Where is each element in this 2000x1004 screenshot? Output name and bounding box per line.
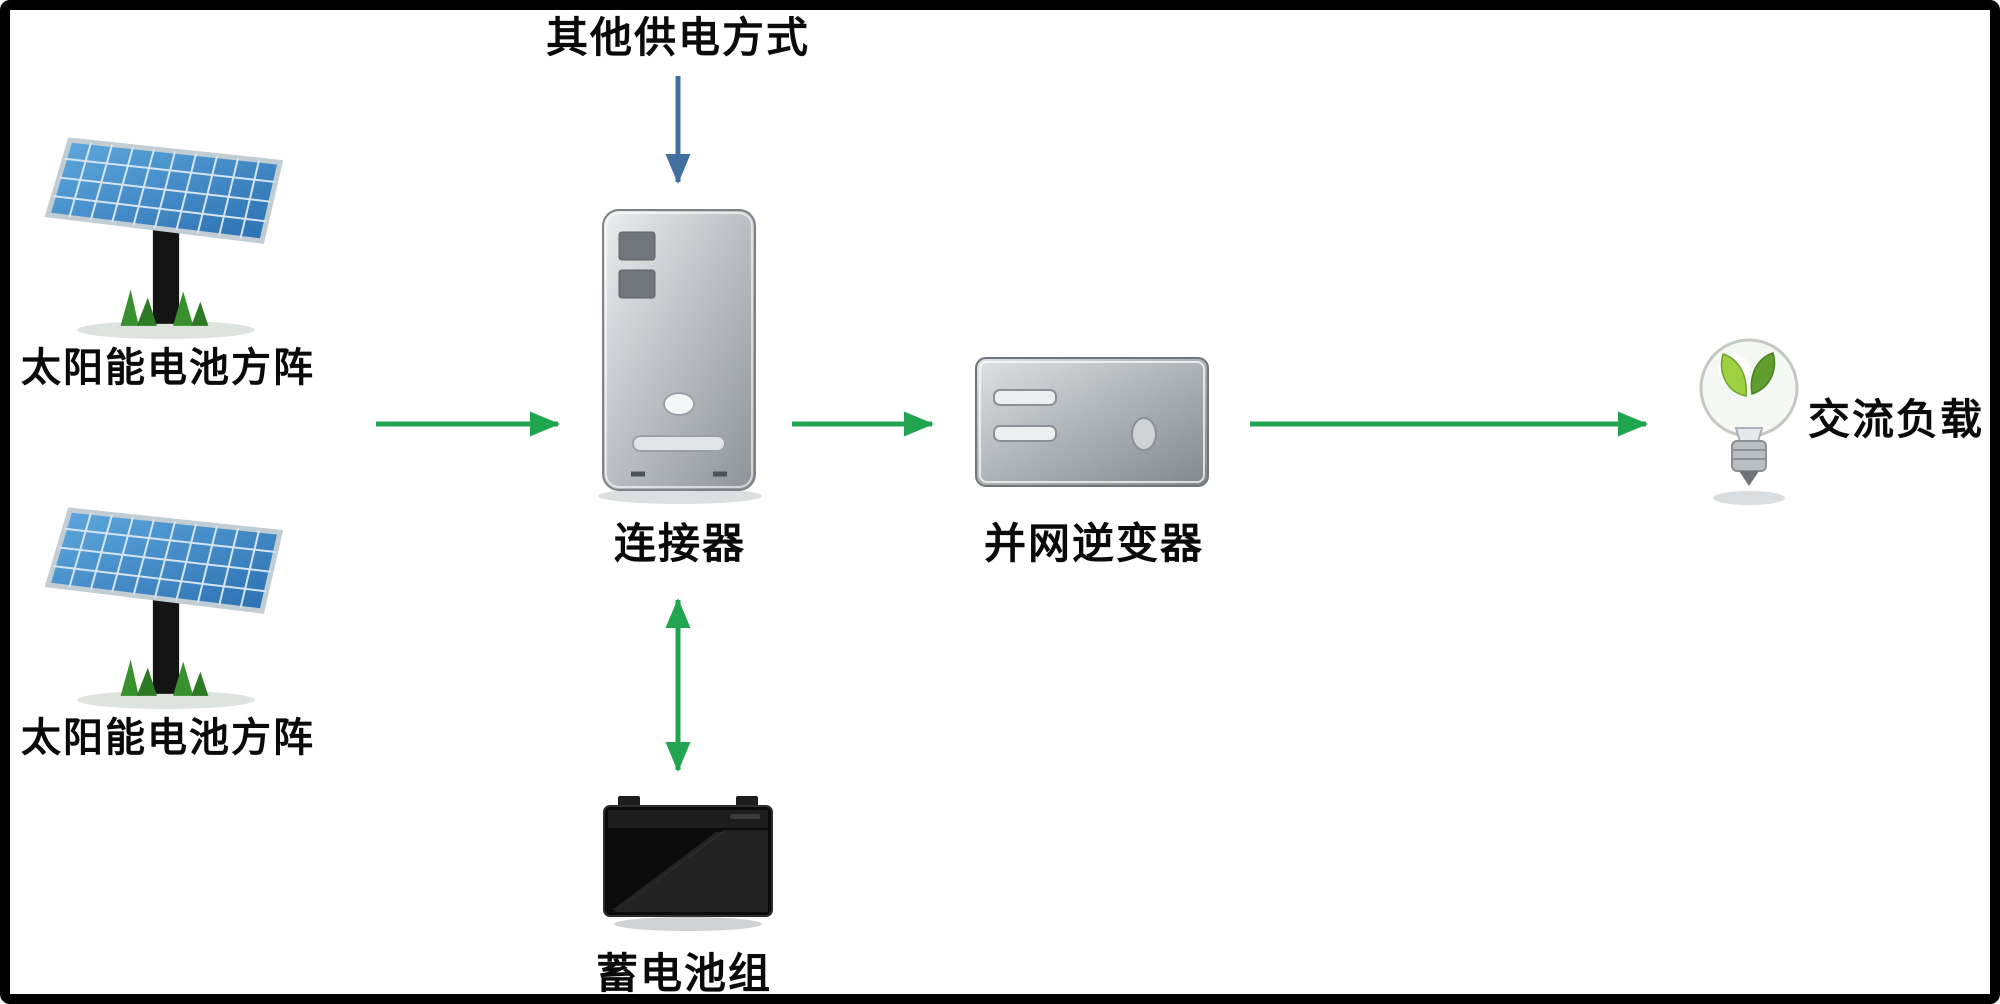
grass	[120, 659, 209, 696]
battery-label: 蓄电池组	[595, 952, 773, 998]
inverter-icon	[972, 354, 1212, 494]
solar-panel-icon	[38, 498, 294, 710]
solar-panel-graphic	[44, 137, 284, 339]
solar-panel-graphic	[44, 507, 284, 709]
connector-icon	[595, 206, 765, 506]
ac-load-label: 交流负载	[1808, 398, 1985, 444]
other-supply-label: 其他供电方式	[545, 16, 811, 62]
connector-graphic	[598, 209, 762, 504]
grass	[120, 289, 209, 326]
solar-array-2-label: 太阳能电池方阵	[21, 715, 315, 760]
inverter-label: 并网逆变器	[983, 522, 1205, 568]
light-bulb-icon	[1686, 328, 1812, 508]
solar-panel-icon	[38, 128, 294, 340]
inverter-graphic	[975, 357, 1209, 487]
light-bulb-graphic	[1699, 338, 1799, 505]
solar-array-1-label: 太阳能电池方阵	[21, 345, 315, 390]
connector-label: 连接器	[613, 522, 747, 568]
battery-icon	[598, 796, 778, 932]
battery-graphic	[603, 796, 773, 931]
